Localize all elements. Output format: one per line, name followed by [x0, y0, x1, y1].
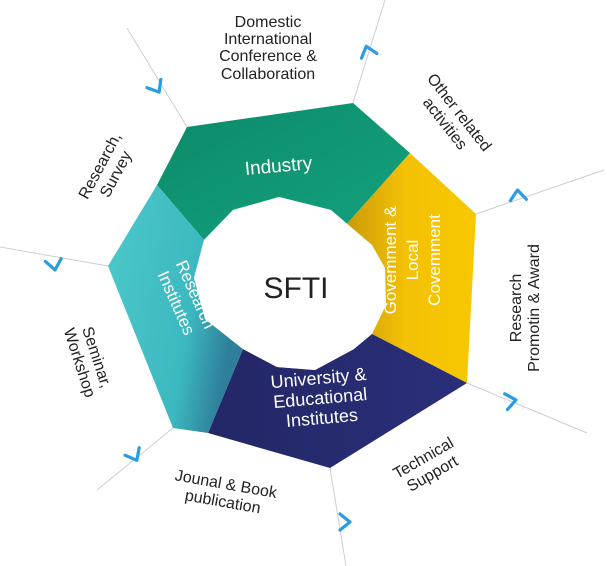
government-label-line2: Local — [403, 240, 422, 281]
spoke-bottom-right — [329, 467, 347, 566]
segment-industry[interactable] — [157, 103, 410, 240]
government-label-line3: Covemment — [425, 214, 444, 306]
outer-promotion: Research Promotin & Award — [508, 244, 543, 372]
outer-seminar: Seminar, Workshop — [60, 325, 114, 400]
outer-journal: Jounal & Book publication — [174, 467, 280, 517]
government-label-line1: Govemment & — [381, 205, 400, 314]
outer-other: Other related activities — [419, 71, 494, 155]
arrow-top-right-icon — [359, 44, 379, 60]
arrow-bottom-left-icon — [123, 446, 141, 462]
segment-university[interactable] — [208, 334, 467, 468]
outer-conference-line1: Domestic — [235, 14, 302, 31]
arrow-left-icon — [43, 257, 63, 272]
outer-technical: Technical Support — [391, 435, 462, 496]
outer-conference-line4: Collaboration — [221, 66, 315, 83]
spoke-top-right — [352, 0, 386, 104]
arrows — [43, 44, 528, 532]
outer-promotion-line1: Research — [508, 274, 525, 342]
arrow-right-lower-icon — [503, 392, 518, 412]
center-label: SFTI — [264, 272, 329, 305]
outer-survey: Research, Survey — [76, 130, 136, 202]
center-octagon — [194, 197, 386, 370]
arrow-right-upper-icon — [508, 188, 528, 203]
spoke-right-lower — [466, 382, 588, 434]
spoke-top-left — [126, 27, 188, 128]
outer-conference: Domestic International Conference & Coll… — [219, 14, 317, 83]
segment-research[interactable] — [108, 185, 243, 433]
outer-conference-line3: Conference & — [219, 48, 317, 65]
government-label: Govemment & Local Covemment — [381, 205, 444, 314]
outer-conference-line2: International — [224, 31, 312, 48]
arrow-bottom-right-icon — [338, 512, 352, 532]
spoke-left — [0, 246, 109, 267]
spoke-right-upper — [475, 169, 605, 215]
arrow-top-left-icon — [145, 77, 163, 94]
segment-government[interactable] — [346, 153, 476, 383]
university-label: University & Educational Institutes — [270, 364, 368, 431]
outer-promotion-line2: Promotin & Award — [526, 244, 543, 372]
